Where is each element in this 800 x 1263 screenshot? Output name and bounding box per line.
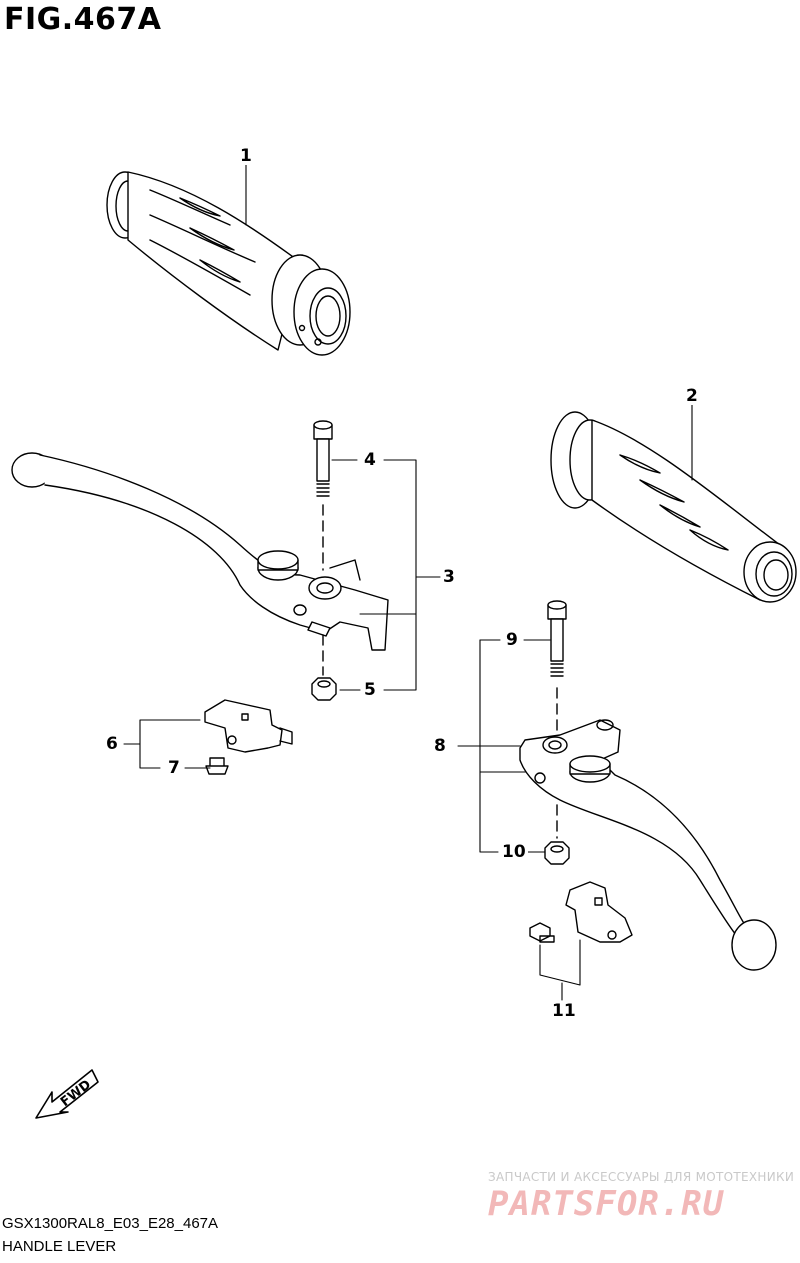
fwd-arrow: FWD [35,1069,99,1119]
callout-10: 10 [500,842,528,862]
callout-11: 11 [550,1001,578,1021]
callout-2: 2 [684,386,700,406]
nut-left [311,634,337,701]
grip-right [550,411,797,603]
callout-6: 6 [104,734,120,754]
watermark-tagline: ЗАПЧАСТИ И АКСЕССУАРЫ ДЛЯ МОТОТЕХНИКИ [488,1170,795,1184]
callout-7: 7 [166,758,182,778]
switch-right [529,881,633,943]
callout-9: 9 [504,630,520,650]
lever-right [519,719,777,971]
callout-1: 1 [238,146,254,166]
leader-lines [123,164,693,1001]
callout-4: 4 [362,450,378,470]
callout-8: 8 [432,736,448,756]
lever-left [11,452,389,651]
figure-code: GSX1300RAL8_E03_E28_467A [2,1215,219,1232]
callout-3: 3 [441,567,457,587]
bolt-right [547,600,567,736]
bolt-left [313,420,333,571]
figure-name: HANDLE LEVER [2,1238,117,1255]
callout-5: 5 [362,680,378,700]
switch-left [204,699,293,775]
nut-right [544,804,570,865]
figure-title: FIG.467A [4,2,162,37]
grip-left [106,171,351,356]
watermark-logo: PARTSFOR.RU [488,1184,725,1224]
